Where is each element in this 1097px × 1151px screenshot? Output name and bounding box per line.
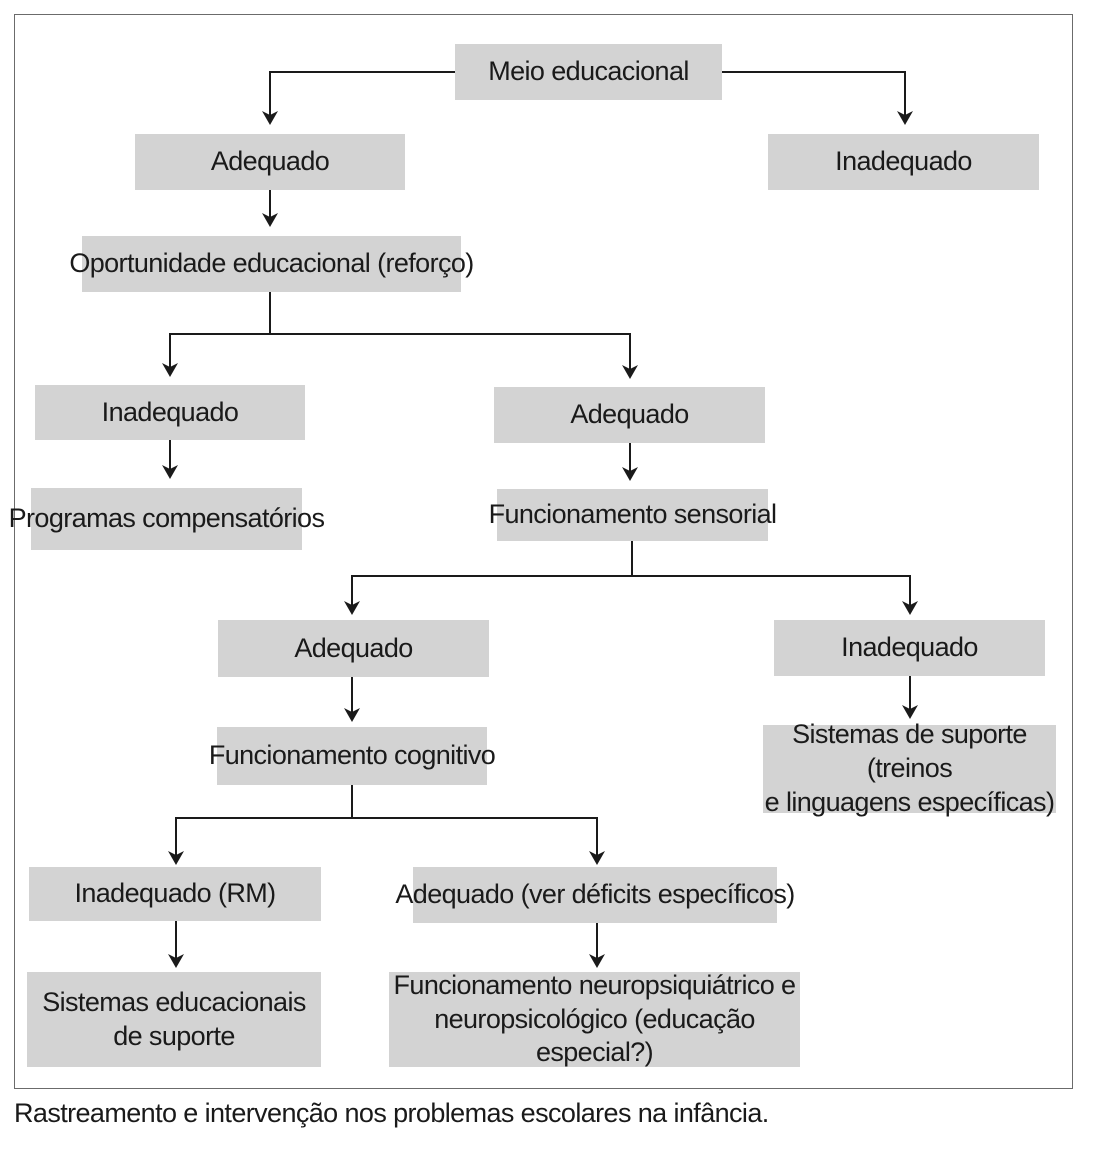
- diagram-frame: [14, 14, 1073, 1089]
- connector-cognitivo-to-adequado: [352, 817, 605, 865]
- node-sistemas-educacionais: Sistemas educacionais de suporte: [27, 972, 321, 1067]
- connector-meio-to-inadequado: [722, 71, 913, 125]
- connector-sensorial-to-adequado: [344, 575, 632, 615]
- node-cognitivo-inadequado-rm: Inadequado (RM): [29, 867, 321, 921]
- connector-meio-to-adequado: [262, 71, 455, 125]
- node-sensorial-adequado: Adequado: [218, 620, 489, 677]
- node-meio-adequado: Adequado: [135, 134, 405, 190]
- connector-cognitivo-to-inadequado: [168, 817, 352, 865]
- node-funcionamento-neuropsiquiatrico: Funcionamento neuropsiquiátrico e neurop…: [389, 970, 800, 1067]
- node-funcionamento-cognitivo: Funcionamento cognitivo: [209, 727, 496, 785]
- figure-caption: Rastreamento e intervenção nos problemas…: [14, 1098, 769, 1128]
- node-meio-inadequado: Inadequado: [768, 134, 1039, 190]
- node-sensorial-inadequado: Inadequado: [774, 620, 1045, 676]
- connector-sensorial-to-inadequado: [632, 575, 918, 615]
- node-meio-educacional: Meio educacional: [455, 44, 722, 100]
- node-cognitivo-adequado: Adequado (ver déficits específicos): [395, 867, 795, 923]
- node-oportunidade-educacional: Oportunidade educacional (reforço): [69, 236, 474, 292]
- connector-oportunidade-to-adequado: [270, 333, 638, 379]
- node-programas-compensatorios: Programas compensatórios: [9, 488, 325, 550]
- node-funcionamento-sensorial: Funcionamento sensorial: [489, 489, 777, 541]
- node-sistemas-de-suporte: Sistemas de suporte (treinos e linguagen…: [763, 719, 1056, 817]
- node-oportunidade-inadequado: Inadequado: [35, 385, 305, 440]
- connector-oportunidade-to-inadequado: [162, 333, 270, 377]
- node-oportunidade-adequado: Adequado: [494, 387, 765, 443]
